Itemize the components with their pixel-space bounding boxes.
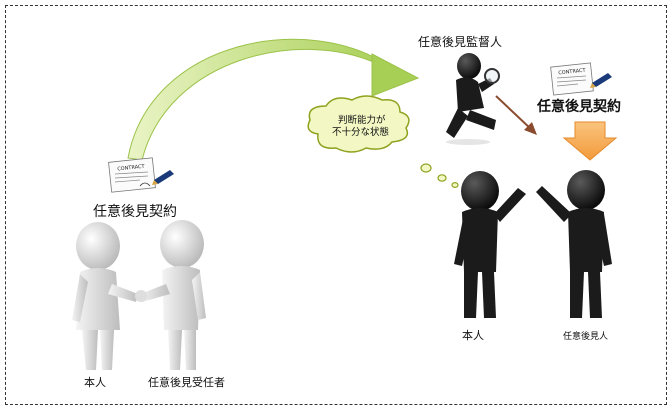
right-principal-label: 本人 <box>462 329 484 342</box>
orange-down-arrow <box>562 121 618 161</box>
left-agent-label: 任意後見受任者 <box>148 376 225 389</box>
right-principal-figure <box>454 171 526 318</box>
supervisor-figure <box>446 53 500 145</box>
right-agent-label: 任意後見人 <box>563 332 609 342</box>
thought-bubble-line-1: 判断能力が <box>338 115 386 126</box>
supervisor-label: 任意後見監督人 <box>418 35 503 49</box>
left-principal-figure <box>72 222 138 370</box>
svg-text:CONTRACT: CONTRACT <box>558 67 587 76</box>
left-agent-figure <box>135 220 206 370</box>
svg-text:CONTRACT: CONTRACT <box>117 164 146 173</box>
right-contract-label: 任意後見契約 <box>537 99 621 115</box>
thought-bubble <box>307 95 459 189</box>
left-contract-icon: CONTRACT <box>108 157 174 193</box>
left-principal-label: 本人 <box>84 376 106 389</box>
left-contract-label: 任意後見契約 <box>93 204 177 220</box>
supervision-arrow <box>495 95 537 135</box>
right-contract-icon: CONTRACT <box>550 62 612 96</box>
right-agent-figure <box>536 170 612 318</box>
curved-transition-arrow <box>127 38 420 161</box>
thought-bubble-line-2: 不十分な状態 <box>332 127 390 138</box>
